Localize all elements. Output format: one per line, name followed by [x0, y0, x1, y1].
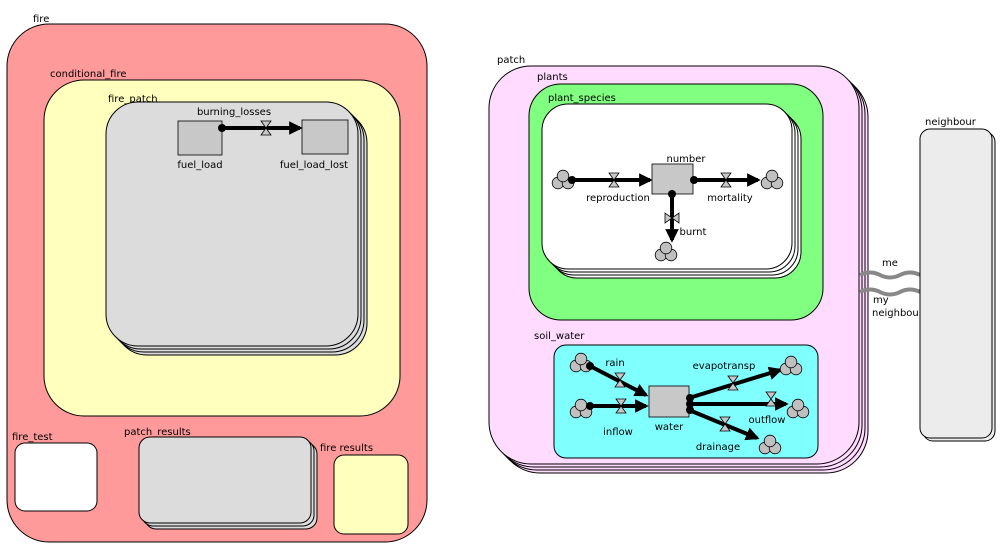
flow-origin-dot: [686, 406, 694, 414]
flow-drainage[interactable]: [688, 408, 760, 441]
soil-water-label: soil_water: [534, 331, 585, 342]
flow-origin-dot: [690, 176, 698, 184]
burnt-label: burnt: [680, 227, 707, 238]
relation-neighbour-arrow[interactable]: [859, 287, 921, 297]
relation-me-label: me: [882, 258, 898, 269]
relation-me-arrow[interactable]: [859, 270, 921, 280]
patch-label: patch: [497, 55, 525, 66]
fire-patch-label: fire_patch: [108, 94, 158, 105]
neighbour-label: neighbour: [925, 117, 977, 128]
stock-fuel-load-lost[interactable]: [301, 119, 349, 155]
number-label: number: [666, 154, 706, 165]
relation-my-label: my: [873, 295, 889, 306]
mortality-label: mortality: [707, 193, 752, 204]
fire-results-label: fire results: [320, 443, 373, 454]
fire-patch-stack[interactable]: [105, 101, 368, 356]
patch-results-label: patch_results: [124, 427, 191, 438]
fire-test-box[interactable]: [14, 442, 98, 512]
flow-evapotransp[interactable]: [688, 366, 783, 400]
evapotransp-label: evapotransp: [693, 361, 756, 372]
rain-label: rain: [605, 358, 624, 369]
inflow-label: inflow: [603, 427, 633, 438]
fuel-load-lost-label: fuel_load_lost: [280, 160, 348, 171]
flow-origin-dot: [586, 402, 594, 410]
fire-label: fire: [33, 14, 49, 25]
patch-results-stack[interactable]: [138, 436, 318, 530]
flow-origin-dot: [668, 190, 676, 198]
neighbour-stack[interactable]: [919, 128, 996, 442]
flow-origin-dot: [686, 394, 694, 402]
water-label: water: [655, 422, 684, 433]
fire-results-box[interactable]: [333, 454, 409, 535]
burning-losses-label: burning_losses: [197, 107, 271, 118]
relation-neighbour-label: neighbour: [872, 308, 924, 319]
drainage-label: drainage: [696, 442, 740, 453]
stock-fuel-load[interactable]: [177, 120, 223, 156]
flow-rain[interactable]: [589, 364, 649, 397]
conditional-fire-label: conditional_fire: [50, 69, 126, 80]
reproduction-label: reproduction: [586, 193, 650, 204]
flow-origin-dot: [686, 400, 694, 408]
stock-water[interactable]: [648, 385, 690, 418]
flow-origin-dot: [218, 124, 226, 132]
plant-species-label: plant_species: [548, 93, 616, 104]
outflow-label: outflow: [749, 415, 786, 426]
flow-origin-dot: [568, 176, 576, 184]
flow-origin-dot: [586, 362, 594, 370]
fire-test-label: fire_test: [12, 432, 53, 443]
plants-label: plants: [537, 72, 568, 83]
fuel-load-label: fuel_load: [177, 160, 222, 171]
stock-number[interactable]: [651, 163, 694, 195]
